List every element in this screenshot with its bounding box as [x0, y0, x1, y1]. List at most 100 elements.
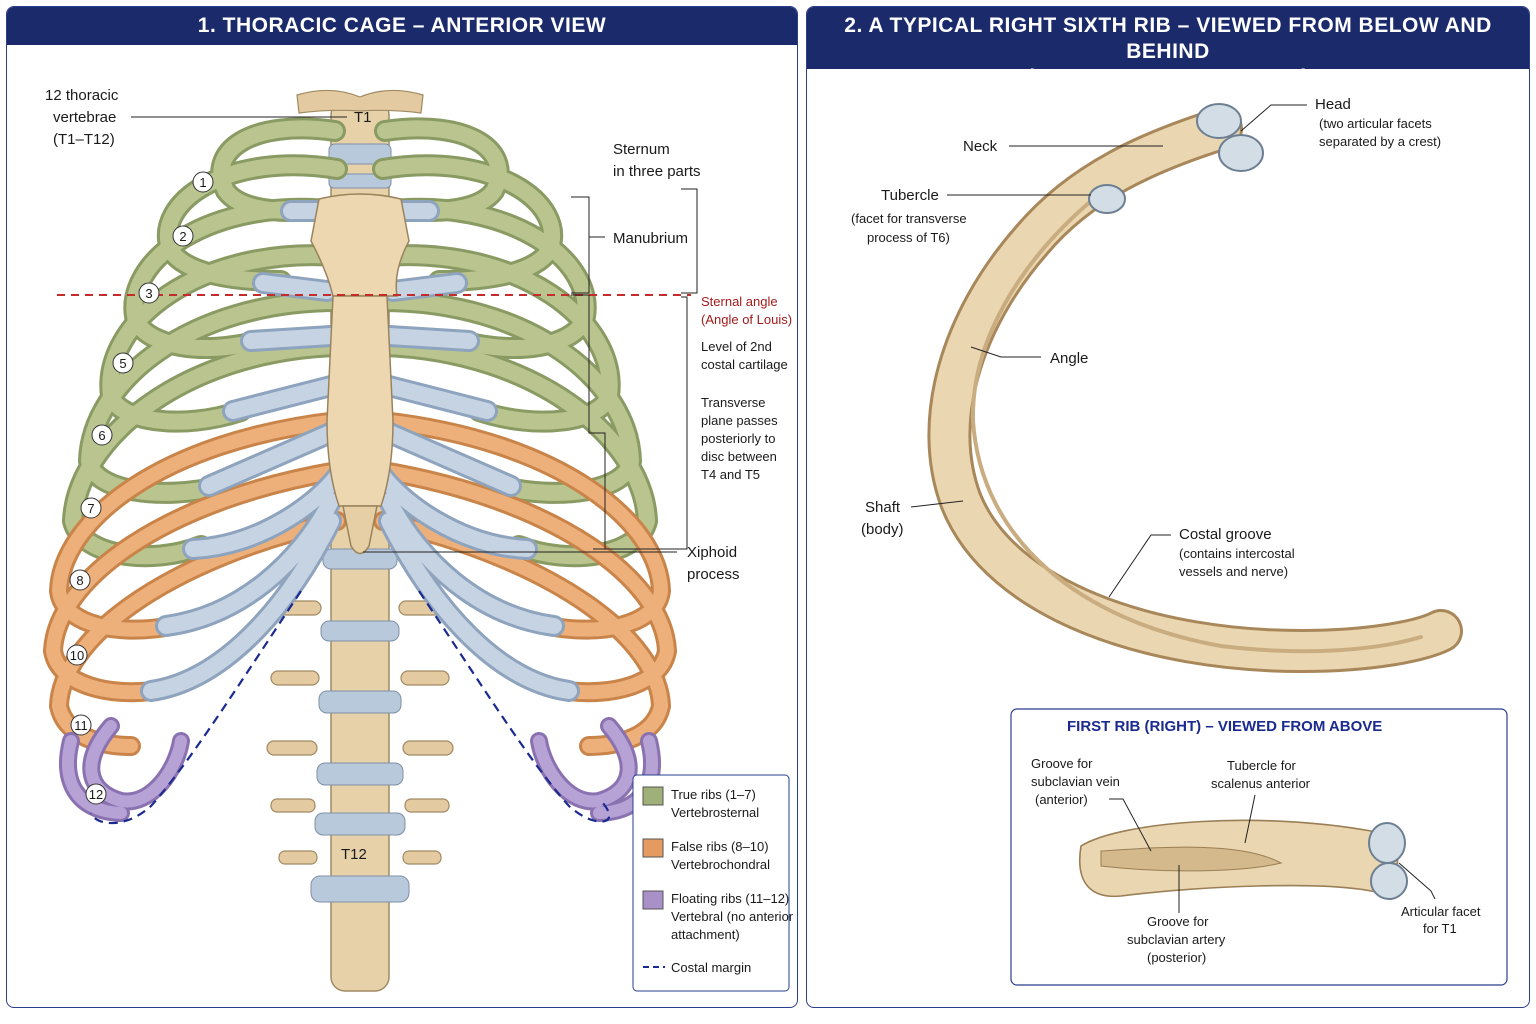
svg-text:attachment): attachment) [671, 927, 740, 942]
svg-text:(contains intercostal: (contains intercostal [1179, 546, 1295, 561]
sternum [310, 193, 410, 555]
svg-text:process: process [687, 566, 740, 583]
svg-text:11: 11 [74, 718, 88, 733]
svg-text:5: 5 [119, 356, 126, 371]
svg-text:Tubercle for: Tubercle for [1227, 758, 1297, 773]
svg-text:(anterior): (anterior) [1035, 792, 1088, 807]
svg-text:12 thoracic: 12 thoracic [45, 87, 119, 104]
svg-text:plane passes: plane passes [701, 413, 778, 428]
svg-text:(body): (body) [861, 521, 904, 538]
t12-label: T12 [341, 846, 367, 863]
svg-text:separated by a crest): separated by a crest) [1319, 134, 1441, 149]
rib-legend: True ribs (1–7) Vertebrosternal False ri… [632, 774, 794, 992]
svg-text:vertebrae: vertebrae [53, 109, 116, 126]
svg-text:(T1–T12): (T1–T12) [53, 131, 115, 148]
rib-number-6: 6 [91, 424, 113, 446]
svg-text:Floating ribs (11–12): Floating ribs (11–12) [671, 891, 789, 906]
first-rib [1079, 819, 1408, 900]
t1-label: T1 [354, 109, 372, 126]
svg-text:in three parts: in three parts [613, 163, 701, 180]
panel2-title: 2. A TYPICAL RIGHT SIXTH RIB – VIEWED FR… [807, 7, 1529, 89]
scalenus-tubercle-callout: Tubercle for scalenus anterior [1211, 758, 1311, 844]
rib-number-7: 7 [80, 497, 102, 519]
svg-text:Sternal angle: Sternal angle [701, 294, 778, 309]
legend-costal-margin: Costal margin [643, 960, 751, 975]
legend-floating-ribs: Floating ribs (11–12) Vertebral (no ante… [642, 890, 794, 942]
rib-number-markers: 1 2 3 5 6 7 8 10 11 12 [66, 171, 214, 805]
svg-text:Level of 2nd: Level of 2nd [701, 339, 772, 354]
rib-number-5: 5 [112, 352, 134, 374]
sixth-rib-panel: 2. A TYPICAL RIGHT SIXTH RIB – VIEWED FR… [806, 6, 1530, 1008]
svg-text:Head: Head [1315, 96, 1351, 113]
intervertebral-discs [310, 143, 410, 903]
manubrium-callout: Manubrium [571, 196, 688, 294]
sternal-angle-callout: Sternal angle (Angle of Louis) [593, 294, 792, 550]
svg-text:(posterior): (posterior) [1147, 950, 1206, 965]
svg-text:(Angle of Louis): (Angle of Louis) [701, 312, 792, 327]
rib-number-11: 11 [70, 714, 92, 736]
vertebrae-callout: 12 thoracic vertebrae (T1–T12) [45, 87, 347, 148]
svg-text:Groove for: Groove for [1031, 756, 1093, 771]
svg-text:True ribs (1–7): True ribs (1–7) [671, 787, 756, 802]
svg-text:subclavian vein: subclavian vein [1031, 774, 1120, 789]
svg-text:costal cartilage: costal cartilage [701, 357, 788, 372]
inset-title: FIRST RIB (RIGHT) – VIEWED FROM ABOVE [1067, 718, 1382, 735]
svg-text:False ribs (8–10): False ribs (8–10) [671, 839, 769, 854]
rib-number-12: 12 [85, 783, 107, 805]
svg-text:T4 and T5: T4 and T5 [701, 467, 760, 482]
xiphoid-callout: Xiphoid process [363, 544, 740, 583]
svg-text:Groove for: Groove for [1147, 914, 1209, 929]
rib-number-1: 1 [192, 171, 214, 193]
rib-number-2: 2 [172, 225, 194, 247]
svg-text:6: 6 [98, 428, 105, 443]
transverse-plane-callout: Transverse plane passes posteriorly to d… [571, 294, 778, 549]
articular-facet-callout: Articular facet for T1 [1398, 862, 1481, 936]
svg-text:Vertebrochondral: Vertebrochondral [671, 857, 770, 872]
svg-text:10: 10 [70, 648, 84, 663]
subclavian-vein-groove-callout: Groove for subclavian vein (anterior) [1031, 756, 1152, 852]
svg-text:3: 3 [145, 286, 152, 301]
rib-head-facets [1088, 103, 1264, 214]
first-rib-inset: FIRST RIB (RIGHT) – VIEWED FROM ABOVE Gr… [1010, 708, 1508, 986]
svg-text:for T1: for T1 [1423, 921, 1457, 936]
svg-text:vessels and nerve): vessels and nerve) [1179, 564, 1288, 579]
svg-text:2: 2 [179, 229, 186, 244]
svg-text:Articular facet: Articular facet [1401, 904, 1481, 919]
rib-number-10: 10 [66, 644, 88, 666]
thoracic-cage-figure: 1 2 3 5 6 7 8 10 11 12 T1 T12 12 thoraci… [42, 87, 794, 992]
svg-text:1: 1 [199, 175, 206, 190]
svg-text:Sternum: Sternum [613, 141, 670, 158]
svg-text:Xiphoid: Xiphoid [687, 544, 737, 561]
sixth-rib-figure: Head (two articular facets separated by … [851, 96, 1508, 986]
svg-text:Angle: Angle [1050, 350, 1088, 367]
thoracic-cage-panel: 1. THORACIC CAGE – ANTERIOR VIEW [6, 6, 798, 1008]
svg-text:Manubrium: Manubrium [613, 230, 688, 247]
neck-callout: Neck [963, 138, 1163, 155]
costal-groove-callout: Costal groove (contains intercostal vess… [1108, 526, 1295, 598]
svg-text:posteriorly to: posteriorly to [701, 431, 775, 446]
svg-text:Vertebrosternal: Vertebrosternal [671, 805, 759, 820]
shaft-callout: Shaft (body) [861, 499, 964, 538]
legend-true-ribs: True ribs (1–7) Vertebrosternal [642, 786, 759, 820]
svg-text:8: 8 [76, 573, 83, 588]
panel2-title-line1: 2. A TYPICAL RIGHT SIXTH RIB – VIEWED FR… [844, 14, 1492, 63]
svg-text:Neck: Neck [963, 138, 998, 155]
panel1-title: 1. THORACIC CAGE – ANTERIOR VIEW [7, 7, 797, 45]
svg-text:Costal margin: Costal margin [671, 960, 751, 975]
subclavian-artery-groove-callout: Groove for subclavian artery (posterior) [1127, 865, 1226, 965]
svg-text:Transverse: Transverse [701, 395, 766, 410]
costal-margin-line [89, 590, 611, 825]
svg-text:Vertebral (no anterior: Vertebral (no anterior [671, 909, 794, 924]
rib-number-8: 8 [69, 569, 91, 591]
panel2-title-line2: (INNER SURFACE SHOWN) [1026, 66, 1310, 89]
svg-text:Shaft: Shaft [865, 499, 901, 516]
svg-text:scalenus anterior: scalenus anterior [1211, 776, 1311, 791]
tubercle-callout: Tubercle (facet for transverse process o… [851, 187, 1091, 245]
svg-text:(facet for transverse: (facet for transverse [851, 211, 967, 226]
svg-text:(two articular facets: (two articular facets [1319, 116, 1432, 131]
costal-groove [970, 199, 1423, 654]
head-callout: Head (two articular facets separated by … [1240, 96, 1441, 149]
angle-callout: Angle [970, 346, 1088, 367]
svg-text:Tubercle: Tubercle [881, 187, 939, 204]
legend-false-ribs: False ribs (8–10) Vertebrochondral [642, 838, 770, 872]
